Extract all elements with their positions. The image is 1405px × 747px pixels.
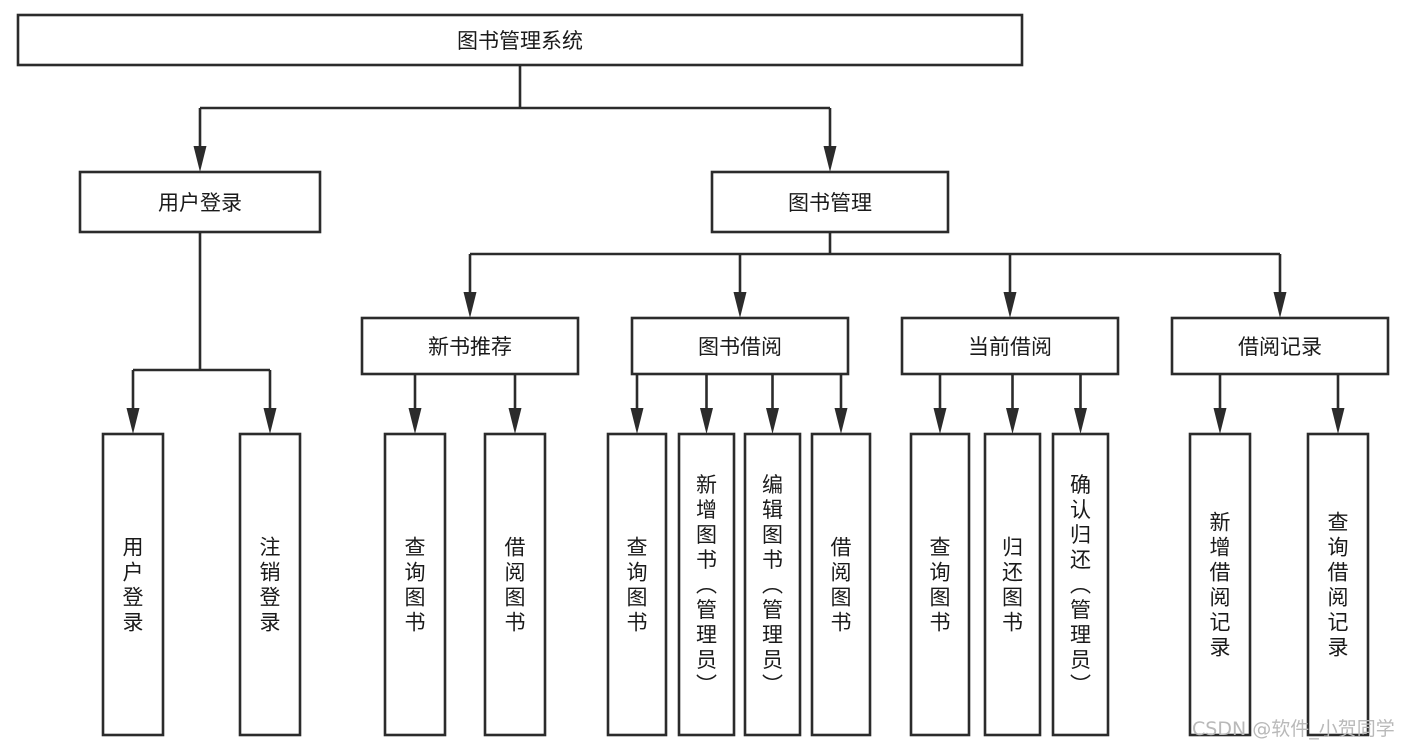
node-label: 借阅图书 [831,536,852,635]
arrow-head-icon [126,408,140,434]
node-leaf-return-book[interactable]: 归还图书 [983,432,1042,737]
node-leaf-borrow-book-1[interactable]: 借阅图书 [483,432,547,737]
node-label: 借阅图书 [505,536,526,635]
node-label: 查询图书 [930,536,951,635]
node-label: 当前借阅 [968,335,1052,359]
node-box[interactable] [101,432,165,737]
node-label: 归还图书 [1002,536,1023,635]
node-box[interactable] [383,432,447,737]
node-book-manage[interactable]: 图书管理 [710,170,950,234]
arrow-head-icon [193,146,207,172]
node-box[interactable] [909,432,971,737]
node-box[interactable] [900,316,1120,376]
node-user-login[interactable]: 用户登录 [78,170,322,234]
node-leaf-query-book-3[interactable]: 查询图书 [909,432,971,737]
arrow-head-icon [1003,292,1017,318]
arrow-head-icon [408,408,422,434]
node-label: 查询图书 [405,536,426,635]
node-book-borrow[interactable]: 图书借阅 [630,316,850,376]
node-leaf-logout[interactable]: 注销登录 [238,432,302,737]
csdn-watermark: CSDN @软件_小贺同学 [1192,718,1395,740]
node-box[interactable] [78,170,322,234]
arrow-head-icon [766,408,779,434]
node-box[interactable] [743,432,802,737]
node-new-book-recommend[interactable]: 新书推荐 [360,316,580,376]
node-box[interactable] [483,432,547,737]
node-box[interactable] [1051,432,1110,737]
node-label: 新增借阅记录 [1210,511,1231,660]
node-leaf-confirm-return[interactable]: 确认归还︵管理员︶ [1051,432,1110,737]
node-box[interactable] [238,432,302,737]
node-box[interactable] [1170,316,1390,376]
watermark-layer: CSDN @软件_小贺同学 [1192,718,1395,740]
node-leaf-query-book-1[interactable]: 查询图书 [383,432,447,737]
arrow-head-icon [733,292,747,318]
node-box[interactable] [16,13,1024,67]
node-label: 新书推荐 [428,335,512,359]
edges-layer [126,65,1345,434]
node-box[interactable] [1306,432,1370,737]
node-label: 查询图书 [627,536,648,635]
node-label: 用户登录 [158,191,242,215]
node-current-borrow[interactable]: 当前借阅 [900,316,1120,376]
arrow-head-icon [933,408,947,434]
node-box[interactable] [810,432,872,737]
arrow-head-icon [1273,292,1287,318]
node-box[interactable] [1188,432,1252,737]
nodes-layer: 图书管理系统用户登录图书管理新书推荐图书借阅当前借阅借阅记录用户登录注销登录查询… [16,13,1390,737]
node-label: 借阅记录 [1238,335,1322,359]
arrow-head-icon [834,408,848,434]
node-leaf-user-login[interactable]: 用户登录 [101,432,165,737]
arrow-head-icon [508,408,522,434]
arrow-head-icon [1074,408,1087,434]
arrow-head-icon [463,292,477,318]
node-leaf-borrow-book-2[interactable]: 借阅图书 [810,432,872,737]
node-label: 注销登录 [260,536,281,635]
node-box[interactable] [630,316,850,376]
node-leaf-add-record[interactable]: 新增借阅记录 [1188,432,1252,737]
arrow-head-icon [630,408,644,434]
node-label: 查询借阅记录 [1328,511,1349,660]
arrow-head-icon [700,408,713,434]
node-box[interactable] [983,432,1042,737]
arrow-head-icon [263,408,277,434]
node-label: 图书管理系统 [457,29,583,53]
node-leaf-edit-book[interactable]: 编辑图书︵管理员︶ [743,432,802,737]
arrow-head-icon [1331,408,1345,434]
node-leaf-add-book[interactable]: 新增图书︵管理员︶ [677,432,736,737]
node-label: 确认归还︵管理员︶ [1070,473,1091,697]
node-borrow-record[interactable]: 借阅记录 [1170,316,1390,376]
node-box[interactable] [360,316,580,376]
node-box[interactable] [710,170,950,234]
node-leaf-query-record[interactable]: 查询借阅记录 [1306,432,1370,737]
node-label: 图书管理 [788,191,872,215]
node-label: 新增图书︵管理员︶ [696,473,717,697]
node-label: 用户登录 [123,536,144,635]
node-box[interactable] [606,432,668,737]
arrow-head-icon [1213,408,1227,434]
node-leaf-query-book-2[interactable]: 查询图书 [606,432,668,737]
arrow-head-icon [823,146,837,172]
arrow-head-icon [1006,408,1019,434]
node-label: 图书借阅 [698,335,782,359]
node-box[interactable] [677,432,736,737]
node-label: 编辑图书︵管理员︶ [762,473,783,697]
node-root[interactable]: 图书管理系统 [16,13,1024,67]
